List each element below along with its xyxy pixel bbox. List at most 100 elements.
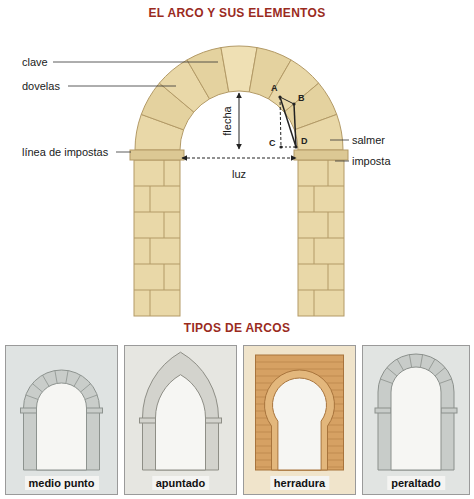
- voussoir-joint: [397, 359, 404, 370]
- voussoir-joint: [439, 379, 451, 383]
- arch-type-illustration: [362, 345, 470, 495]
- panel-ground: [124, 345, 237, 495]
- voussoir-joint: [55, 371, 57, 384]
- pier-joint: [150, 290, 151, 316]
- horseshoe-arch: [264, 370, 334, 470]
- part-label: flecha: [221, 106, 233, 135]
- pier-joint: [314, 186, 315, 212]
- rise-line: [239, 93, 240, 149]
- section-heading: TIPOS DE ARCOS: [184, 322, 290, 335]
- arch-type-caption: herradura: [270, 476, 329, 490]
- construction-point: [294, 145, 297, 148]
- brick-joint: [256, 369, 344, 370]
- part-label: dovelas: [22, 80, 60, 92]
- pier-joint: [328, 160, 329, 186]
- pier-joint: [298, 186, 344, 187]
- pier-joint: [134, 238, 180, 239]
- pier-joint: [164, 160, 165, 186]
- panel-ground: [243, 345, 356, 495]
- pier-joint: [134, 186, 180, 187]
- arch-type-caption: peraltado: [387, 476, 445, 490]
- voussoir-joint: [380, 379, 392, 383]
- pier: [134, 160, 180, 316]
- pier-joint: [314, 290, 315, 316]
- arch-type-panel: medio punto: [5, 345, 118, 495]
- arch-opening: [37, 383, 87, 470]
- pier-joint: [328, 264, 329, 290]
- impost-block: [294, 150, 348, 160]
- arch-type-illustration: [243, 345, 356, 495]
- pier: [298, 160, 344, 316]
- part-label: clave: [22, 56, 48, 68]
- impost-block: [87, 408, 103, 413]
- pier-joint: [298, 290, 344, 291]
- voussoir-joint: [409, 355, 411, 368]
- arch-opening: [156, 375, 206, 470]
- voussoir-joint: [74, 375, 81, 386]
- arch-type-caption: apuntado: [152, 476, 210, 490]
- pier-joint: [314, 238, 315, 264]
- brick-joint: [256, 362, 344, 363]
- arch-type-panel: herradura: [243, 345, 356, 495]
- main-arch: [130, 46, 348, 316]
- voussoir-joint: [435, 368, 445, 376]
- arch-opening: [272, 378, 326, 470]
- voussoir-joint: [66, 371, 68, 384]
- point-letter: D: [301, 137, 308, 147]
- pier-joint: [328, 212, 329, 238]
- panel-ground: [5, 345, 118, 495]
- arch-type-illustration: [124, 345, 237, 495]
- impost-block: [375, 408, 391, 413]
- arch-opening: [391, 367, 441, 470]
- voussoir-joint: [32, 384, 42, 392]
- panel-ground: [362, 345, 470, 495]
- construction-point: [278, 95, 281, 98]
- leader-line: [116, 152, 131, 153]
- pier-joint: [134, 212, 180, 213]
- impost-block: [140, 418, 156, 423]
- pier-joint: [150, 238, 151, 264]
- impost-block: [441, 408, 457, 413]
- arch-type-panel: apuntado: [124, 345, 237, 495]
- impost-block: [206, 418, 222, 423]
- leader-line: [68, 86, 176, 87]
- voussoir-joint: [387, 368, 397, 376]
- arch-type-caption: medio punto: [25, 476, 99, 490]
- point-letter: A: [271, 84, 278, 94]
- point-letter: C: [269, 139, 276, 149]
- voussoir-joint: [85, 395, 97, 399]
- arch-stone: [24, 370, 100, 470]
- title: EL ARCO Y SUS ELEMENTOS: [149, 7, 326, 20]
- impost-block: [130, 150, 184, 160]
- arch-type-illustration: [5, 345, 118, 495]
- leader-line: [53, 62, 218, 63]
- pier-joint: [134, 290, 180, 291]
- arch-type-panel: peraltado: [362, 345, 470, 495]
- part-label: línea de impostas: [22, 146, 108, 158]
- pier-joint: [298, 238, 344, 239]
- pier-joint: [150, 186, 151, 212]
- part-label: salmer: [352, 134, 385, 146]
- construction-line: [294, 104, 296, 147]
- dimension-lines: [182, 93, 296, 158]
- pier-joint: [164, 264, 165, 290]
- construction-point: [279, 145, 282, 148]
- voussoir-joint: [43, 375, 50, 386]
- voussoir-joint: [26, 395, 38, 399]
- voussoir-joint: [429, 359, 436, 370]
- voussoir-joint: [420, 355, 422, 368]
- impost-block: [21, 408, 37, 413]
- pier-joint: [298, 212, 344, 213]
- part-label: imposta: [352, 155, 391, 167]
- pier-joint: [298, 264, 344, 265]
- point-letter: B: [298, 94, 305, 104]
- voussoir: [294, 114, 343, 150]
- construction-line: [280, 97, 296, 147]
- part-label: luz: [232, 168, 246, 180]
- voussoir-joint: [81, 384, 91, 392]
- pier-joint: [134, 264, 180, 265]
- alfiz-frame: [256, 355, 344, 470]
- span-line: [182, 158, 296, 159]
